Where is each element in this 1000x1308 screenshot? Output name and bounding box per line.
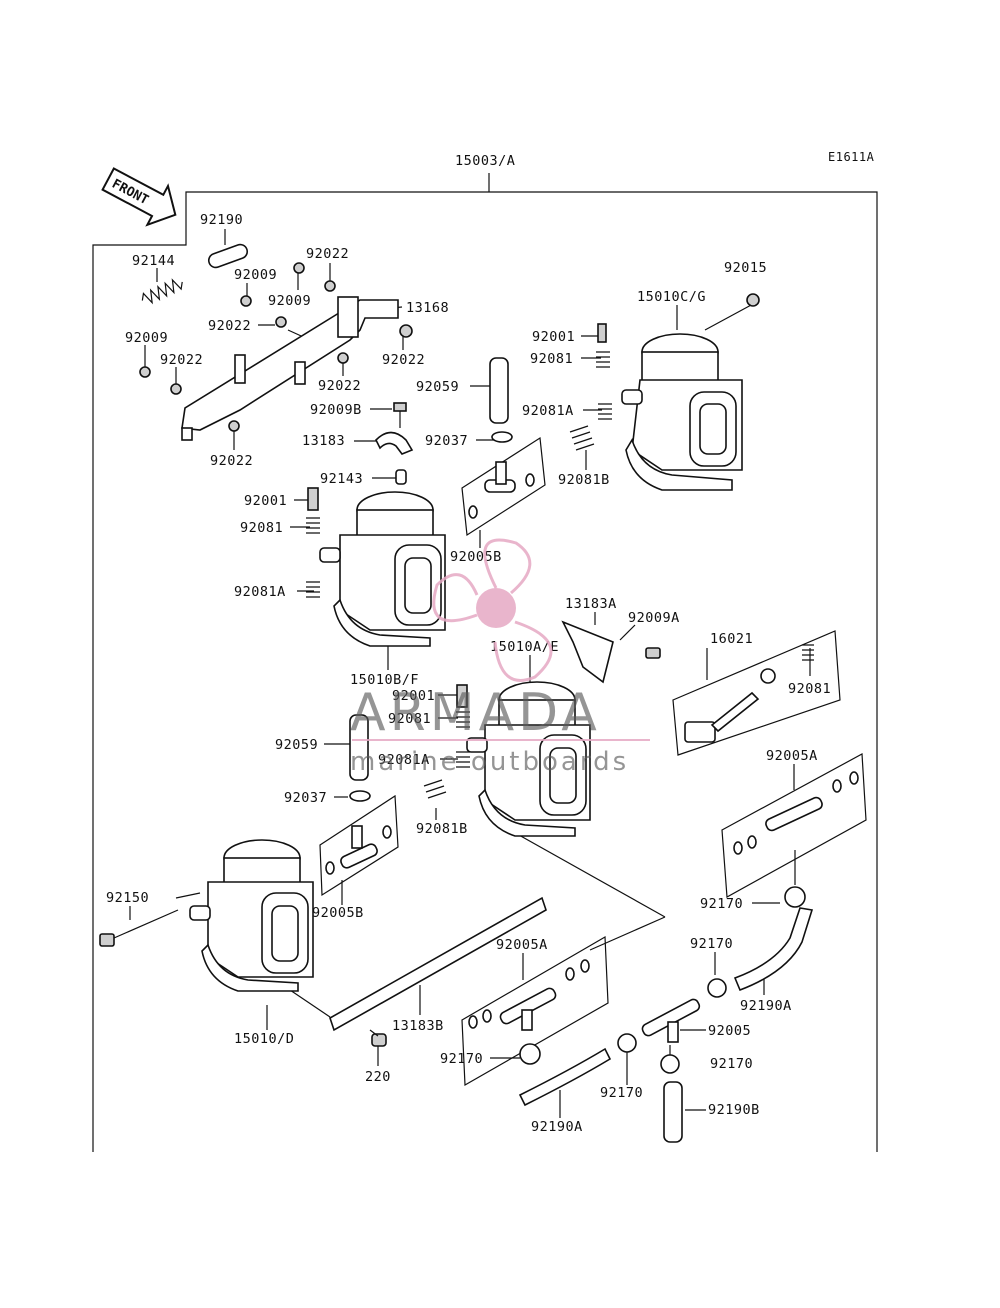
part-label: 92005A [766,748,818,764]
part-label: 92081 [388,711,431,727]
fitting-kit-92005A-right [721,753,867,898]
part-label: 92022 [382,352,425,368]
tube-92059-upper [489,357,509,424]
part-label: 92059 [275,737,318,753]
part-label: 92170 [710,1056,753,1072]
part-label: 92190A [740,998,792,1014]
part-label: 92005B [450,549,502,565]
part-label: 92081A [234,584,286,600]
part-label: 92015 [724,260,767,276]
propeller-logo-icon [432,538,553,682]
part-label: 92022 [210,453,253,469]
hoses-and-clamps [518,886,814,1143]
screw-220 [369,1029,387,1047]
screw-92009A [645,647,661,659]
carburetor-15010AE [466,681,591,837]
fitting-kit-92005B-lower [319,794,399,897]
clip-13183 [375,431,414,455]
part-labels: 92190 92144 92009 92022 92009 13168 9200… [106,212,831,1135]
cap-92143 [395,469,407,485]
jets-upper-right [491,323,612,451]
part-label: 92001 [532,329,575,345]
part-label: 92170 [690,936,733,952]
part-label: 92005B [312,905,364,921]
part-label: 15010B/F [350,672,419,688]
part-label: 92081A [378,752,430,768]
watermark-brand: ARMADA [350,683,601,743]
part-label: 92037 [284,790,327,806]
part-label: 92081 [788,681,831,697]
part-label: 92170 [440,1051,483,1067]
part-label: 15010/D [234,1031,294,1047]
part-label: 13183A [565,596,617,612]
part-label: 92081A [522,403,574,419]
part-label: 15010A/E [490,639,559,655]
small-nuts [139,262,760,432]
assembly-frame [92,173,878,1152]
front-arrow-icon: FRONT [101,167,177,227]
fitting-kit-92005A-lower [461,935,609,1087]
part-label: 92143 [320,471,363,487]
carburetor-15010D [189,839,314,992]
armada-watermark: ARMADA marine outboards [350,538,650,777]
part-label: 92009 [125,330,168,346]
part-label: 92001 [244,493,287,509]
part-label: 92150 [106,890,149,906]
part-label: 92022 [160,352,203,368]
part-label: 13183B [392,1018,444,1034]
part-label: 92081B [558,472,610,488]
part-label: 92009A [628,610,680,626]
part-label: 92170 [600,1085,643,1101]
part-label: 92005A [496,937,548,953]
part-label: 92009 [234,267,277,283]
rail-13183B [329,896,547,1032]
part-label: 15010C/G [637,289,706,305]
carburetor-15010CG [621,333,743,491]
part-label: 92009B [310,402,362,418]
bolt-92150 [99,909,179,947]
part-label: 92022 [318,378,361,394]
fitting-kit-92005B-upper [461,436,546,537]
part-label: 220 [365,1069,391,1085]
part-label: 92037 [425,433,468,449]
spring-92144 [141,278,183,305]
part-label: 92081 [530,351,573,367]
watermark-tagline: marine outboards [350,747,629,777]
part-label: 92190 [200,212,243,228]
jets-middle-left [306,487,320,598]
diagram-code: E1611A [828,150,875,164]
screw-92009B [393,402,407,428]
carburetor-15010BF [319,491,446,647]
part-label: 92009 [268,293,311,309]
part-label: 92190A [531,1119,583,1135]
kit-16021 [672,630,841,756]
part-label: 92005 [708,1023,751,1039]
bracket-13168 [181,296,399,441]
jets-middle [349,684,470,802]
part-label: 13168 [406,300,449,316]
part-label: 92190B [708,1102,760,1118]
tube-92190 [207,243,249,269]
assembly-label: 15003/A [455,153,515,169]
part-label: 13183 [302,433,345,449]
part-label: 92144 [132,253,175,269]
part-label: 92081B [416,821,468,837]
part-label: 16021 [710,631,753,647]
part-label: 92059 [416,379,459,395]
part-label: 92022 [208,318,251,334]
part-label: 92170 [700,896,743,912]
part-label: 92081 [240,520,283,536]
part-label: 92001 [392,688,435,704]
bracket-13183A [561,620,614,684]
part-label: 92022 [306,246,349,262]
